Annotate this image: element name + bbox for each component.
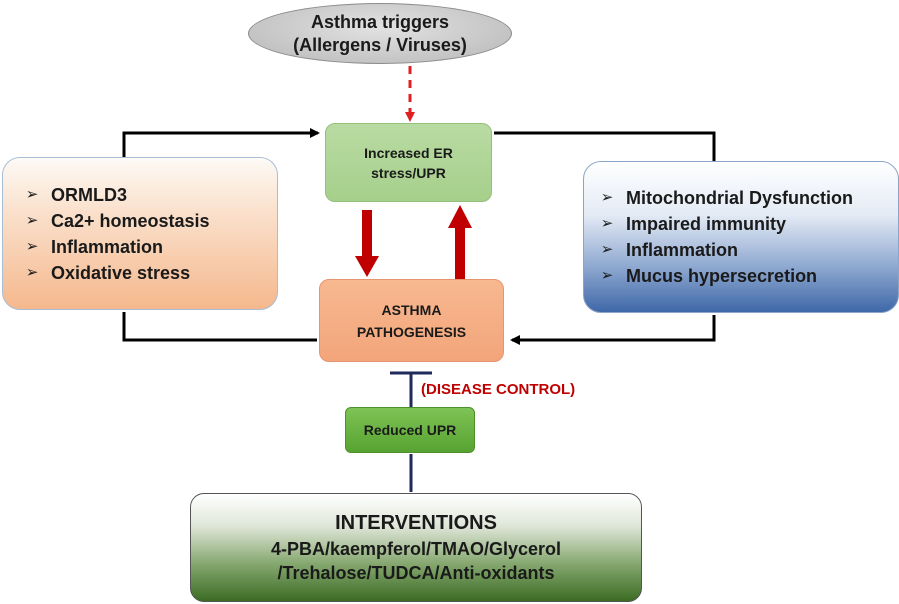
arrow-bullet-icon: ➢: [25, 263, 39, 281]
er-to-pathogenesis-arrow: [355, 210, 379, 277]
left-factor-item: ➢Ca2+ homeostasis: [25, 208, 210, 234]
triggers-subtitle: (Allergens / Viruses): [293, 34, 467, 55]
pathogenesis-line1: ASTHMA: [381, 301, 442, 318]
disease-control-label: (DISEASE CONTROL): [421, 381, 576, 398]
pathogenesis-to-left-connector: [122, 312, 317, 342]
arrow-bullet-icon: ➢: [600, 189, 614, 206]
right-factor-item: ➢Impaired immunity: [600, 211, 786, 237]
reduced-upr-box: Reduced UPR: [345, 407, 475, 453]
triggers-title: Asthma triggers: [310, 11, 450, 32]
arrow-bullet-icon: ➢: [25, 237, 39, 255]
left-factors-box: ➢ORMLD3 ➢Ca2+ homeostasis ➢Inflammation …: [2, 157, 278, 310]
left-to-er-connector: [122, 128, 320, 161]
left-factor-item: ➢ORMLD3: [25, 182, 127, 208]
asthma-triggers-ellipse: Asthma triggers (Allergens / Viruses): [248, 3, 512, 64]
right-factor-item: ➢Mucus hypersecretion: [600, 263, 817, 289]
interventions-box: INTERVENTIONS 4-PBA/kaempferol/TMAO/Glyc…: [190, 493, 642, 602]
arrow-bullet-icon: ➢: [600, 267, 614, 284]
pathogenesis-line2: PATHOGENESIS: [356, 323, 467, 340]
right-to-pathogenesis-connector: [510, 315, 716, 345]
interventions-line2: /Trehalose/TUDCA/Anti-oxidants: [277, 562, 555, 583]
arrow-bullet-icon: ➢: [600, 241, 614, 258]
right-factor-item: ➢Mitochondrial Dysfunction: [600, 185, 853, 211]
right-factor-item: ➢Inflammation: [600, 237, 738, 263]
er-stress-box: Increased ER stress/UPR: [325, 123, 492, 202]
arrow-bullet-icon: ➢: [25, 211, 39, 229]
asthma-pathogenesis-box: ASTHMA PATHOGENESIS: [319, 279, 504, 362]
er-stress-line2: stress/UPR: [371, 164, 446, 181]
arrow-bullet-icon: ➢: [600, 215, 614, 232]
right-factors-box: ➢Mitochondrial Dysfunction ➢Impaired imm…: [583, 161, 899, 313]
interventions-title: INTERVENTIONS: [335, 511, 497, 534]
left-factor-item: ➢Oxidative stress: [25, 260, 190, 286]
er-to-right-connector: [494, 131, 716, 161]
interventions-line1: 4-PBA/kaempferol/TMAO/Glycerol: [270, 538, 562, 559]
pathogenesis-to-er-arrow: [448, 205, 472, 280]
left-factor-item: ➢Inflammation: [25, 234, 163, 260]
arrow-bullet-icon: ➢: [25, 185, 39, 203]
reduced-upr-label: Reduced UPR: [363, 422, 457, 438]
er-stress-line1: Increased ER: [364, 144, 453, 161]
